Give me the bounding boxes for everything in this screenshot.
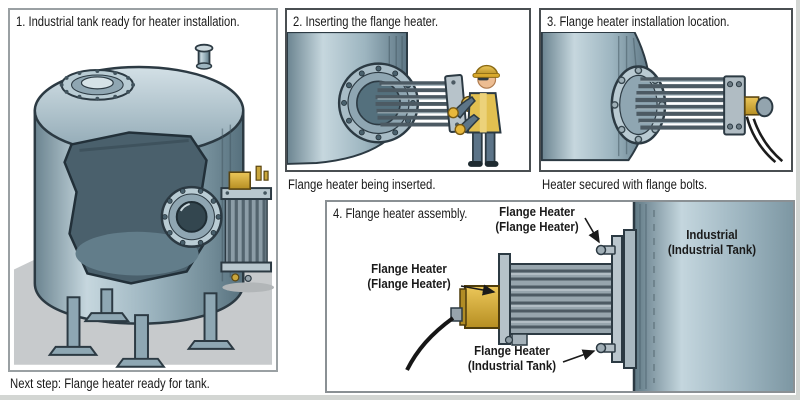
- label-flange-heater-left: Flange Heater (Flange Heater): [367, 261, 451, 291]
- manhole-flange: [59, 68, 136, 101]
- flange-bolt-top: [595, 244, 616, 256]
- heater-element-bundle: [635, 75, 774, 136]
- flange-heater-unit: [220, 165, 275, 293]
- worker: [447, 64, 502, 167]
- vent-nozzle: [194, 43, 214, 70]
- panel-heater-assembly: 4. Flange heater assembly. Flange Heater…: [325, 200, 795, 393]
- panel-tank-ready: 1. Industrial tank ready for heater inst…: [8, 8, 278, 372]
- heater-secured-illustration: [541, 32, 784, 164]
- side-flange-opening: [160, 185, 223, 248]
- panel2-caption: Flange heater being inserted.: [288, 177, 436, 192]
- heater-insertion-illustration: [287, 32, 502, 167]
- mounting-flange-stack: [611, 229, 637, 369]
- frame-edge-right: [796, 0, 800, 400]
- panel4-title: 4. Flange heater assembly.: [333, 206, 468, 221]
- tank-legs: [47, 288, 236, 368]
- panel1-caption: Next step: Flange heater ready for tank.: [10, 376, 210, 391]
- panel1-title: 1. Industrial tank ready for heater inst…: [16, 14, 240, 29]
- panel-installation-location: 3. Flange heater installation location.: [539, 8, 793, 172]
- label-arrows: [460, 217, 600, 363]
- flange-bolt-bottom: [595, 342, 616, 354]
- panel3-caption: Heater secured with flange bolts.: [542, 177, 708, 192]
- label-flange-heater-top: Flange Heater (Flange Heater): [495, 204, 579, 234]
- panel-inserting-heater: 2. Inserting the flange heater.: [285, 8, 531, 172]
- power-cable: [405, 316, 455, 371]
- industrial-tank-cutaway-illustration: [13, 43, 275, 368]
- label-flange-heater-bottom: Flange Heater (Industrial Tank): [467, 343, 557, 373]
- panel2-title: 2. Inserting the flange heater.: [293, 14, 439, 29]
- heater-element-bundle: [498, 253, 613, 346]
- power-cables: [745, 116, 784, 164]
- frame-edge-bottom: [0, 395, 800, 400]
- label-industrial-tank: Industrial (Industrial Tank): [667, 227, 757, 257]
- tank-cutaway-opening: [63, 131, 208, 285]
- heater-assembly-illustration: [405, 202, 793, 391]
- panel3-title: 3. Flange heater installation location.: [547, 14, 730, 29]
